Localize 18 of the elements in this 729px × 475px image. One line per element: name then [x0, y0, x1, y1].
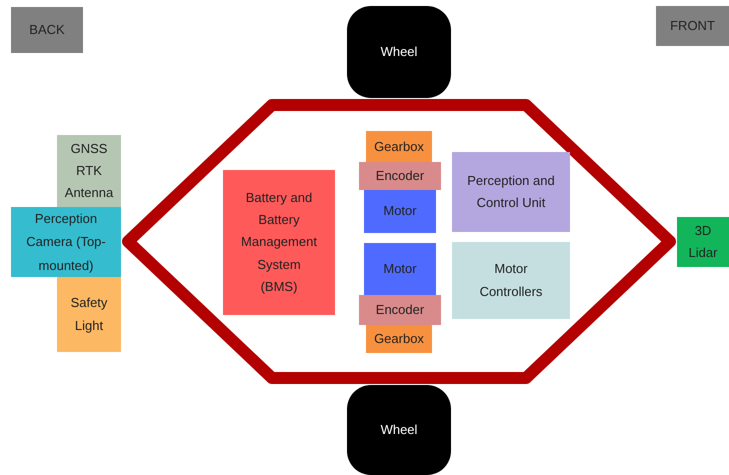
component-box: Perception and Control Unit: [452, 152, 570, 232]
wheel-block: Wheel: [347, 385, 451, 475]
component-box: GNSS RTK Antenna: [57, 135, 121, 207]
component-box: Safety Light: [57, 277, 121, 352]
component-box: Encoder: [359, 162, 441, 190]
direction-tag: BACK: [11, 7, 83, 53]
component-box: Gearbox: [366, 131, 432, 163]
component-box: Gearbox: [366, 325, 432, 353]
direction-tag: FRONT: [656, 6, 729, 46]
component-box: Perception Camera (Top-mounted): [11, 207, 121, 277]
component-box: Motor Controllers: [452, 242, 570, 319]
component-box: Encoder: [359, 295, 441, 325]
component-box: Battery and Battery Management System (BMS): [223, 170, 335, 315]
component-box: 3D Lidar: [677, 217, 729, 267]
chassis-outline: [122, 99, 676, 384]
wheel-block: Wheel: [347, 6, 451, 98]
component-box: Motor: [364, 243, 436, 295]
component-box: Motor: [364, 190, 436, 233]
